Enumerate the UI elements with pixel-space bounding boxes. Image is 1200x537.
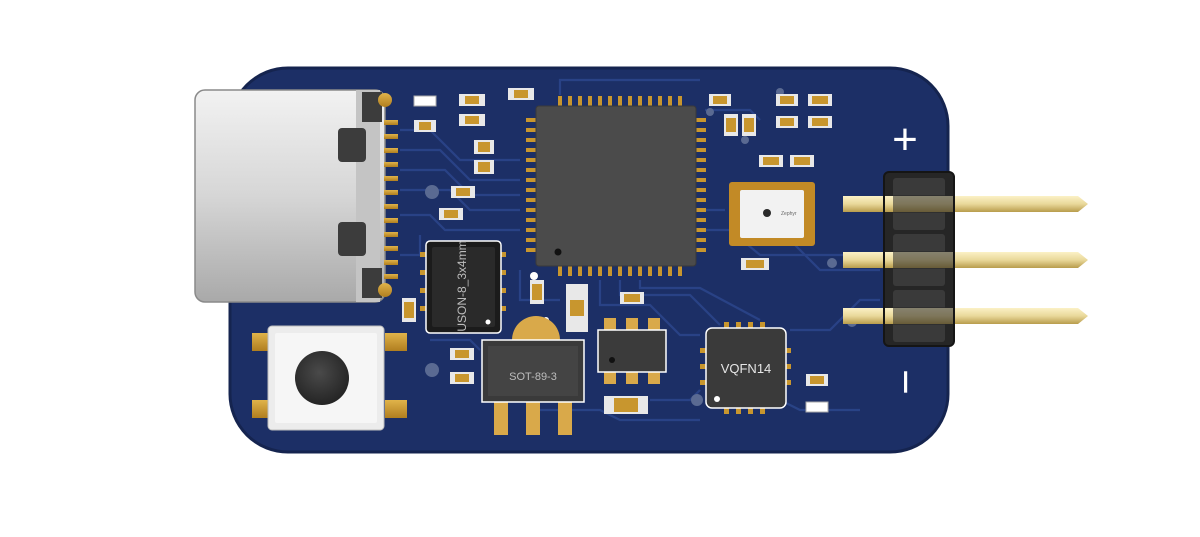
sot23-chip [597,318,667,384]
cap-c25 [450,372,474,384]
pin-header[interactable] [843,171,1088,347]
plus-label: + [892,115,918,164]
cap-c27 [806,374,828,386]
cap-c16 [808,116,832,128]
cap-c9 [439,208,463,220]
cap-c3 [508,88,534,100]
cap-c20 [530,280,544,304]
cap-c5 [414,120,436,132]
mcu-chip [526,96,706,276]
cap-c4 [413,95,437,107]
cap-c13 [776,94,798,106]
sot89-label: SOT-89-3 [509,371,557,383]
cap-c11 [724,114,738,136]
cap-c10 [709,94,731,106]
oscillator-module: Zephyr [729,182,815,246]
usb-c-connector[interactable] [194,89,398,303]
cap-c19 [741,258,769,270]
uson8-chip: USON-8_3x4mm [420,240,506,334]
cap-c28 [805,401,829,413]
cap-c15 [808,94,832,106]
vqfn14-label: VQFN14 [721,361,772,376]
cap-c1 [459,94,485,106]
cap-c2 [459,114,485,126]
sot89-chip: SOT-89-3 [481,316,585,435]
cap-c17 [759,155,783,167]
vias [425,88,857,406]
cap-c26 [604,396,648,414]
cap-c7 [474,160,494,174]
cap-c22 [620,292,644,304]
cap-c12 [742,114,756,136]
cap-c8 [451,186,475,198]
vqfn14-chip: VQFN14 [700,322,791,414]
cap-c6 [474,140,494,154]
uson8-label: USON-8_3x4mm [455,240,469,331]
module-logo-text: Zephyr [781,211,797,217]
cap-c18 [790,155,814,167]
tactile-button[interactable] [252,325,407,431]
minus-label: − [881,369,930,395]
passive-components [402,88,832,414]
cap-c21 [566,284,588,332]
cap-c23 [402,298,416,322]
cap-c24 [450,348,474,360]
cap-c14 [776,116,798,128]
